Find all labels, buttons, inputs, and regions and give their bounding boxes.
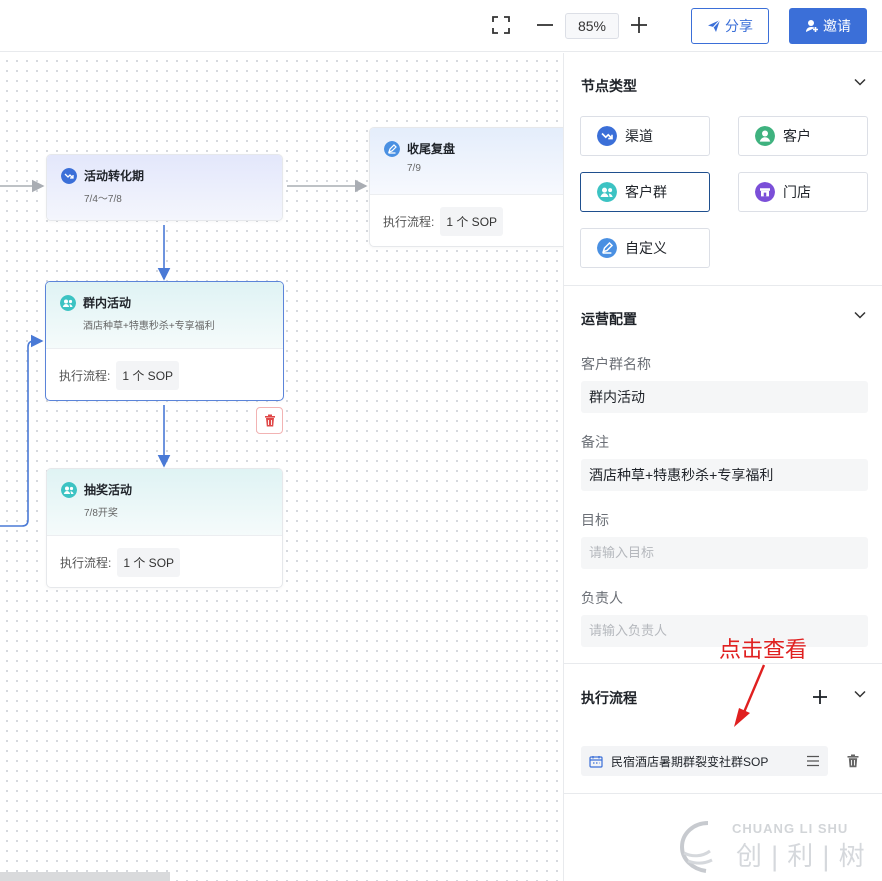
section-divider	[564, 663, 882, 664]
share-label: 分享	[725, 18, 753, 34]
node-subtitle: 7/9	[407, 163, 421, 174]
sop-count-chip[interactable]: 1 个 SOP	[440, 207, 504, 236]
node-type-label: 客户群	[625, 184, 667, 200]
node-type-title: 节点类型	[581, 78, 637, 94]
flow-label: 执行流程:	[383, 215, 435, 229]
node-title: 收尾复盘	[407, 142, 456, 156]
flow-node-lottery[interactable]: 抽奖活动 7/8开奖 执行流程: 1 个 SOP	[46, 468, 283, 588]
node-header: 收尾复盘 7/9	[370, 128, 563, 194]
sop-name: 民宿酒店暑期群裂变社群SOP	[611, 754, 769, 769]
goal-field[interactable]: 请输入目标	[581, 537, 868, 569]
zoom-out-button[interactable]	[535, 14, 555, 36]
node-subtitle: 7/4～7/8	[84, 194, 122, 205]
delete-node-button[interactable]	[256, 407, 283, 434]
ops-config-title: 运营配置	[581, 311, 637, 327]
node-type-channel[interactable]: 渠道	[580, 116, 710, 156]
owner-field[interactable]: 请输入负责人	[581, 615, 868, 647]
send-icon	[708, 19, 721, 32]
node-type-customer[interactable]: 客户	[738, 116, 868, 156]
trash-icon	[264, 414, 275, 427]
sop-item[interactable]: 民宿酒店暑期群裂变社群SOP	[581, 746, 828, 776]
goal-label: 目标	[581, 512, 609, 528]
customer-group-icon	[60, 294, 76, 311]
fullscreen-icon[interactable]	[491, 15, 511, 35]
remark-label: 备注	[581, 434, 609, 450]
flow-node-group-activity[interactable]: 群内活动 酒店种草+特惠秒杀+专享福利 执行流程: 1 个 SOP	[45, 281, 284, 401]
customer-group-icon	[61, 481, 77, 498]
section-divider	[564, 793, 882, 794]
node-header: 群内活动 酒店种草+特惠秒杀+专享福利	[46, 282, 283, 348]
chevron-down-icon[interactable]	[854, 78, 866, 86]
edge-loop-to-group	[0, 334, 44, 527]
flow-node-conversion[interactable]: 活动转化期 7/4～7/8	[46, 154, 283, 221]
store-icon	[755, 182, 775, 202]
sop-count-chip[interactable]: 1 个 SOP	[117, 548, 181, 577]
node-title: 群内活动	[83, 296, 132, 310]
node-body: 执行流程: 1 个 SOP	[370, 194, 563, 246]
sop-count-chip[interactable]: 1 个 SOP	[116, 361, 180, 390]
watermark-logo: CHUANG LI SHU 创 | 利 | 树	[674, 813, 879, 879]
node-type-customer-group[interactable]: 客户群	[580, 172, 710, 212]
horizontal-scrollbar[interactable]	[0, 872, 170, 881]
node-type-store[interactable]: 门店	[738, 172, 868, 212]
node-body: 执行流程: 1 个 SOP	[47, 535, 282, 587]
zoom-in-button[interactable]	[628, 14, 650, 36]
flow-node-review[interactable]: 收尾复盘 7/9 执行流程: 1 个 SOP	[369, 127, 563, 247]
flow-label: 执行流程:	[59, 369, 111, 383]
group-name-label: 客户群名称	[581, 356, 651, 372]
invite-label: 邀请	[823, 18, 851, 34]
node-header: 抽奖活动 7/8开奖	[47, 469, 282, 535]
remark-field[interactable]: 酒店种草+特惠秒杀+专享福利	[581, 459, 868, 491]
section-divider	[564, 285, 882, 286]
node-title: 活动转化期	[84, 169, 145, 183]
watermark-image: CHUANG LI SHU 创 | 利 | 树	[679, 821, 865, 873]
node-title: 抽奖活动	[84, 483, 133, 497]
channel-icon	[597, 126, 617, 146]
top-toolbar: 85% 分享 邀请	[0, 0, 882, 52]
owner-label: 负责人	[581, 590, 623, 606]
zoom-level: 85%	[565, 13, 619, 39]
flow-label: 执行流程:	[60, 556, 112, 570]
exec-flow-title: 执行流程	[581, 690, 637, 706]
annotation-callout: 点击查看	[719, 637, 808, 662]
customer-icon	[755, 126, 775, 146]
svg-text:创 | 利 | 树: 创 | 利 | 树	[736, 842, 865, 872]
trash-icon[interactable]	[847, 754, 859, 768]
properties-panel: 节点类型 渠道 客户 客户群 门店	[563, 53, 882, 881]
edit-icon	[384, 140, 400, 157]
node-type-custom[interactable]: 自定义	[580, 228, 710, 268]
flow-canvas[interactable]: 活动转化期 7/4～7/8 收尾复盘 7/9 执行流程: 1 个 SOP	[0, 53, 563, 881]
calendar-icon	[589, 755, 603, 768]
node-body: 执行流程: 1 个 SOP	[46, 348, 283, 400]
node-subtitle: 酒店种草+特惠秒杀+专享福利	[83, 321, 215, 332]
channel-icon	[61, 167, 77, 184]
connection-lines	[0, 179, 368, 527]
invite-button[interactable]: 邀请	[789, 8, 867, 44]
node-type-label: 客户	[783, 128, 811, 144]
menu-icon[interactable]	[806, 755, 820, 767]
node-header: 活动转化期 7/4～7/8	[47, 155, 282, 220]
annotation-arrow	[734, 664, 766, 727]
node-subtitle: 7/8开奖	[84, 508, 118, 519]
edit-icon	[597, 238, 617, 258]
node-type-label: 门店	[783, 184, 811, 200]
share-button[interactable]: 分享	[691, 8, 769, 44]
group-name-field[interactable]: 群内活动	[581, 381, 868, 413]
node-type-label: 渠道	[625, 128, 653, 144]
customer-group-icon	[597, 182, 617, 202]
chevron-down-icon[interactable]	[854, 690, 866, 698]
node-type-label: 自定义	[625, 240, 667, 256]
add-user-icon	[806, 20, 818, 32]
add-icon[interactable]	[811, 688, 829, 706]
chevron-down-icon[interactable]	[854, 311, 866, 319]
svg-text:CHUANG LI SHU: CHUANG LI SHU	[732, 821, 848, 836]
